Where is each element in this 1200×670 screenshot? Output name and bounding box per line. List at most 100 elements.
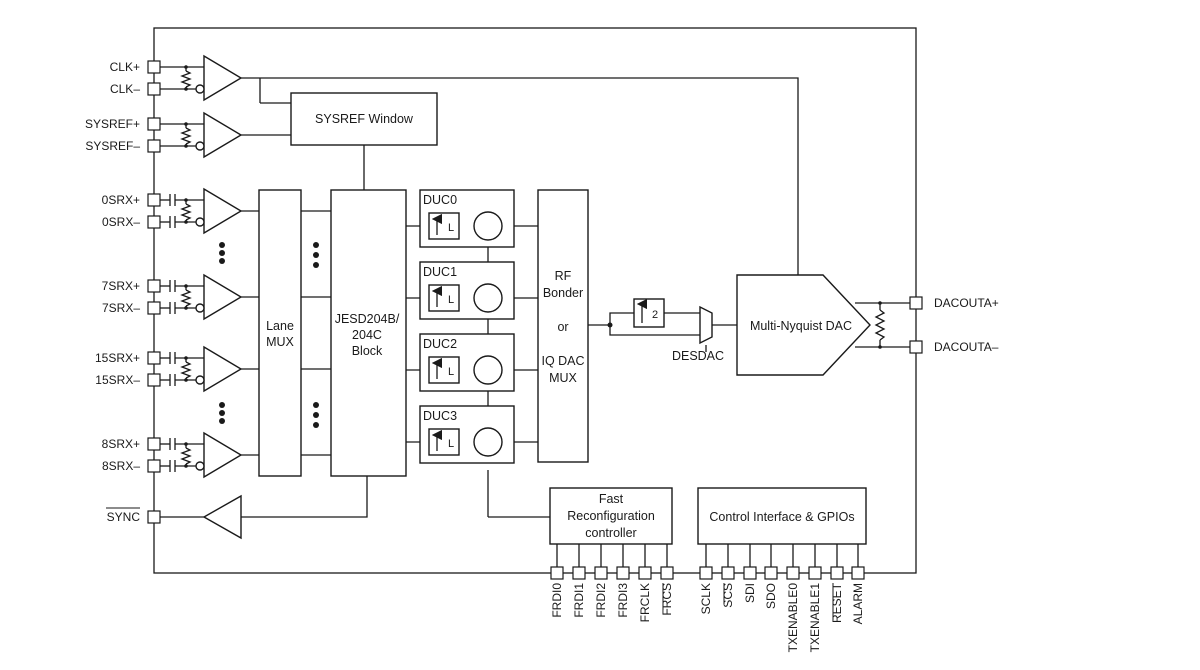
pin-frdi2: [594, 566, 608, 580]
lane-dot-4: [313, 412, 319, 418]
ellipsis-dot-1: [219, 250, 225, 256]
pin-label-dacouta-p: DACOUTA+: [934, 296, 999, 310]
duc2-label: DUC2: [423, 337, 457, 351]
jesd-label-2: 204C: [352, 328, 382, 342]
pin-15srxn: [147, 373, 161, 387]
pin-dacouta-p: [909, 296, 923, 310]
pin-sysrefn: [147, 139, 161, 153]
pin-label-3: SYSREF–: [85, 139, 140, 153]
to-interp: [609, 312, 634, 325]
bypass-path: [609, 325, 700, 336]
rx-buffer-2: [203, 187, 243, 235]
pin-label-2: SYSREF+: [85, 117, 140, 131]
junction: [184, 356, 188, 360]
pin-8srxn: [147, 459, 161, 473]
duc3-label: DUC3: [423, 409, 457, 423]
pin-label-9: 15SRX–: [95, 373, 140, 387]
pin-sclk: [699, 566, 713, 580]
upsample-factor-2: L: [448, 366, 454, 378]
upsampler-0: [428, 212, 460, 240]
pin-dacouta-n: [909, 340, 923, 354]
junction: [184, 198, 188, 202]
lane-mux-label-2: MUX: [266, 335, 294, 349]
junction: [184, 122, 188, 126]
junction: [184, 144, 188, 148]
pin-label-8: 15SRX+: [95, 351, 140, 365]
pin-clkp: [147, 60, 161, 74]
upsample-factor-1: L: [448, 294, 454, 306]
lane-mux-block: [258, 189, 302, 477]
junction: [878, 301, 882, 305]
rx-buffer-4: [203, 345, 243, 393]
pin-label-frcs: FRCS: [660, 583, 674, 616]
pin-label-alarm: ALARM: [851, 583, 865, 624]
pin-scs: [721, 566, 735, 580]
duc0-label: DUC0: [423, 193, 457, 207]
rx-buffer-0: [203, 54, 243, 102]
invert-bubble-5: [195, 461, 205, 471]
control-interface-label: Control Interface & GPIOs: [709, 510, 854, 524]
mixer-0: [473, 211, 503, 241]
jesd-block: [330, 189, 407, 477]
rx-buffer-1: [203, 111, 243, 159]
sync-from-jesd: [241, 476, 368, 518]
pin-label-4: 0SRX+: [102, 193, 140, 207]
lane-mux-label-1: Lane: [266, 319, 294, 333]
pin-label-dacouta-n: DACOUTA–: [934, 340, 999, 354]
pin-txenable1: [808, 566, 822, 580]
pin-label-sdo: SDO: [764, 583, 778, 609]
pin-label-7: 7SRX–: [102, 301, 140, 315]
upsampler-2: [428, 356, 460, 384]
pin-label-reset: RESET: [830, 582, 844, 623]
junction: [184, 87, 188, 91]
lane-dot-2: [313, 262, 319, 268]
junction: [184, 284, 188, 288]
pin-frcs: [660, 566, 674, 580]
pin-label-6: 7SRX+: [102, 279, 140, 293]
resistor: [180, 447, 192, 465]
rf-bonder-label-1: Bonder: [543, 286, 583, 300]
rf-bonder-label-3: or: [557, 320, 568, 334]
ellipsis-dot-3: [219, 402, 225, 408]
pin-label-5: 0SRX–: [102, 215, 140, 229]
rx-buffer-5: [203, 431, 243, 479]
pin-alarm: [851, 566, 865, 580]
lane-dot-0: [313, 242, 319, 248]
rx-buffer-3: [203, 273, 243, 321]
resistor: [180, 289, 192, 307]
pin-8srxp: [147, 437, 161, 451]
pin-frclk: [638, 566, 652, 580]
mixer-2: [473, 355, 503, 385]
pin-label-10: 8SRX+: [102, 437, 140, 451]
resistor: [180, 203, 192, 221]
invert-bubble-3: [195, 303, 205, 313]
invert-bubble-2: [195, 217, 205, 227]
pin-clkn: [147, 82, 161, 96]
pin-label-sdi: SDI: [743, 583, 757, 603]
pin-0srxn: [147, 215, 161, 229]
jesd-label-3: Block: [352, 344, 383, 358]
pin-label-frdi1: FRDI1: [572, 583, 586, 618]
upsampler-1: [428, 284, 460, 312]
fast-reconfig-block: [549, 487, 673, 545]
invert-bubble-1: [195, 141, 205, 151]
pin-sysrefp: [147, 117, 161, 131]
pin-15srxp: [147, 351, 161, 365]
rf-bonder-label-6: MUX: [549, 371, 577, 385]
jesd-label-1: JESD204B/: [335, 312, 400, 326]
invert-bubble-4: [195, 375, 205, 385]
resistor: [180, 127, 192, 145]
ellipsis-dot-0: [219, 242, 225, 248]
labels: CLK+CLK–SYSREF+SYSREF–0SRX+0SRX–7SRX+7SR…: [85, 60, 999, 652]
pin-sdo: [764, 566, 778, 580]
desdac-label: DESDAC: [672, 349, 724, 363]
fast-reconfig-label-1: Fast: [599, 492, 624, 506]
fast-reconfig-label-3: controller: [585, 526, 636, 540]
upsample-factor-0: L: [448, 222, 454, 234]
invert-bubble-0: [195, 84, 205, 94]
junction: [184, 442, 188, 446]
pin-label-sclk: SCLK: [699, 583, 713, 614]
pin-label-frdi2: FRDI2: [594, 583, 608, 618]
pin-label-frclk: FRCLK: [638, 583, 652, 622]
pin-0srxp: [147, 193, 161, 207]
